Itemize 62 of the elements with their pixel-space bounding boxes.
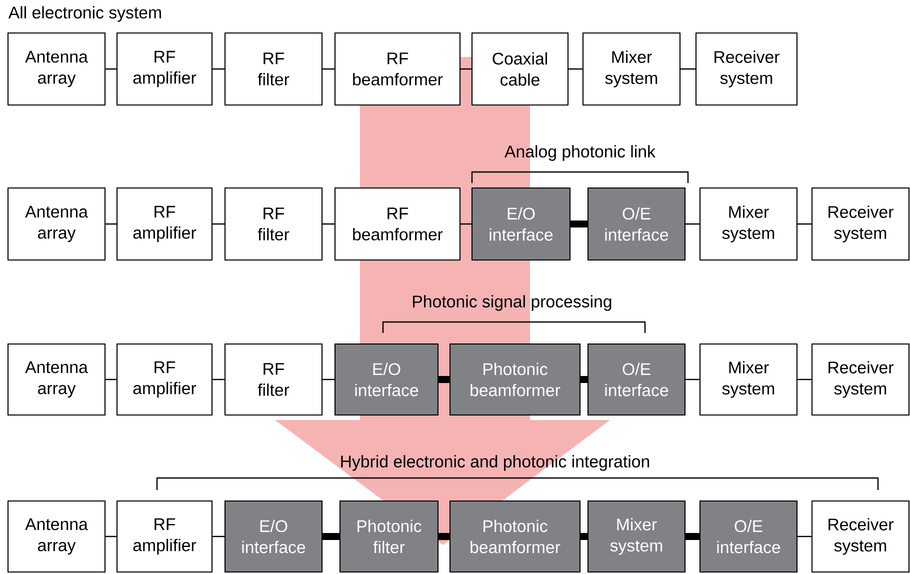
process-box: Mixer system [582, 32, 681, 106]
photonic-box: E/O interface [224, 500, 323, 573]
process-box: RF filter [224, 32, 323, 106]
photonic-box: O/E interface [587, 187, 686, 261]
photonic-box: Photonic beamformer [449, 500, 581, 573]
connector [212, 536, 224, 538]
connector [798, 223, 812, 225]
connector [460, 223, 472, 225]
process-box: Antenna array [7, 32, 106, 106]
connector [580, 376, 588, 383]
process-box: Receiver system [695, 32, 798, 106]
connector [570, 220, 588, 228]
connector [798, 536, 812, 538]
connector [322, 378, 334, 380]
connector [212, 378, 224, 380]
photonic-box: Photonic filter [339, 500, 439, 573]
photonic-box: O/E interface [699, 500, 798, 573]
connector [798, 378, 812, 380]
section-heading: Photonic signal processing [413, 295, 612, 311]
section-heading: All electronic system [8, 6, 161, 22]
connector [580, 532, 588, 540]
connector [322, 532, 340, 540]
process-box: RF beamformer [334, 32, 461, 106]
connector [106, 223, 116, 225]
process-box: Antenna array [7, 187, 106, 261]
process-box: Mixer system [699, 343, 798, 416]
process-box: RF beamformer [334, 187, 461, 261]
connector [460, 68, 472, 70]
process-box: Coaxial cable [471, 32, 569, 106]
connector [438, 532, 450, 540]
process-box: RF amplifier [116, 343, 213, 416]
process-box: RF filter [224, 187, 323, 261]
connector [686, 532, 700, 540]
connector [568, 68, 582, 70]
connector [212, 68, 224, 70]
process-box: RF amplifier [116, 187, 213, 261]
photonic-box: E/O interface [334, 343, 439, 416]
connector [438, 376, 450, 383]
connector [106, 536, 116, 538]
process-box: Receiver system [811, 343, 910, 416]
photonic-box: Mixer system [587, 500, 686, 573]
connector [106, 378, 116, 380]
process-box: Receiver system [811, 187, 910, 261]
section-heading: Analog photonic link [504, 145, 656, 161]
process-box: Receiver system [811, 500, 910, 573]
connector [322, 68, 334, 70]
process-box: RF filter [224, 343, 323, 416]
connector [686, 378, 700, 380]
process-box: Antenna array [7, 500, 106, 573]
connector [106, 68, 116, 70]
section-heading: Hybrid electronic and photonic integration [341, 455, 650, 471]
process-box: RF amplifier [116, 500, 213, 573]
photonic-box: O/E interface [587, 343, 686, 416]
process-box: Mixer system [699, 187, 798, 261]
photonic-box: Photonic beamformer [449, 343, 581, 416]
process-box: Antenna array [7, 343, 106, 416]
connector [322, 223, 334, 225]
connector [686, 223, 700, 225]
connector [212, 223, 224, 225]
process-box: RF amplifier [116, 32, 213, 106]
photonic-box: E/O interface [471, 187, 571, 261]
connector [680, 68, 696, 70]
